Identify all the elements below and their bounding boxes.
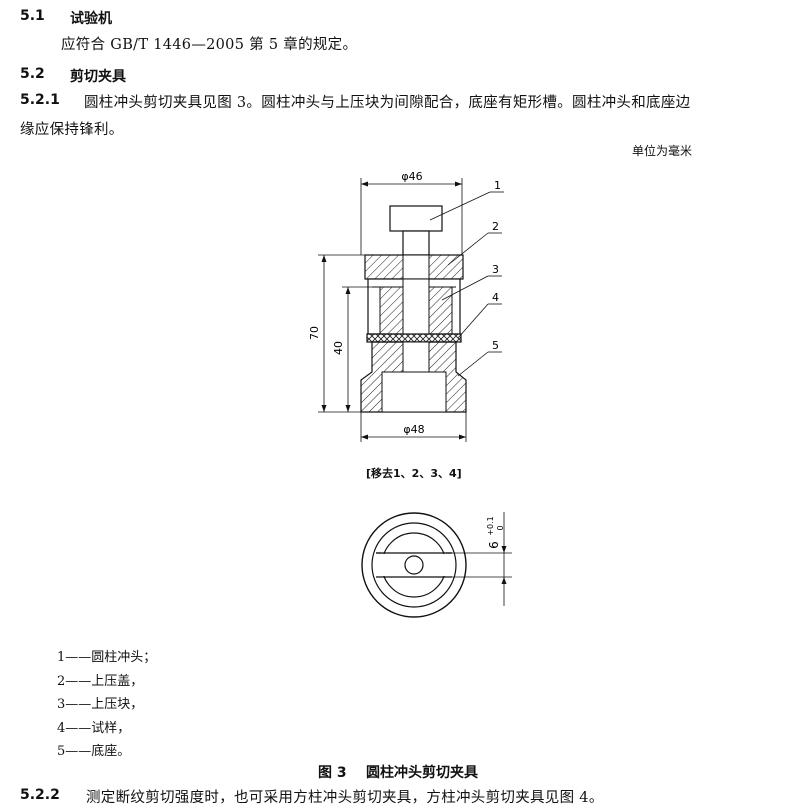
legend-item: 1——圆柱冲头； <box>57 650 157 665</box>
upper-block-right <box>428 286 453 335</box>
base-top-view <box>361 512 467 618</box>
figure-caption-label: 图 3 <box>318 765 347 781</box>
dim-phi46-label: φ46 <box>401 170 422 183</box>
callout-2: 2 <box>447 220 502 266</box>
section-5-1-title: 试验机 <box>70 11 112 27</box>
callout-1: 1 <box>429 179 504 221</box>
slot-tol-lower: 0 <box>496 525 505 530</box>
dim-phi48: φ48 <box>360 412 467 442</box>
dim-phi48-label: φ48 <box>403 423 424 436</box>
removed-note: [移去1、2、3、4] <box>366 467 462 480</box>
figure-caption-title: 圆柱冲头剪切夹具 <box>366 765 478 781</box>
dim-40: 40 <box>332 286 372 412</box>
dim-40-label: 40 <box>332 341 345 355</box>
section-5-2-title: 剪切夹具 <box>70 69 126 85</box>
svg-text:4: 4 <box>492 291 499 304</box>
section-5-2-1-line1: 圆柱冲头剪切夹具见图 3。圆柱冲头与上压块为间隙配合，底座有矩形槽。圆柱冲头和底… <box>84 95 691 111</box>
upper-block-left <box>379 286 404 335</box>
section-5-2-1-number: 5.2.1 <box>20 92 60 108</box>
unit-note: 单位为毫米 <box>632 144 693 158</box>
section-5-2-2-text: 测定断纹剪切强度时，也可采用方柱冲头剪切夹具，方柱冲头剪切夹具见图 4。 <box>86 790 604 806</box>
dim-phi46: φ46 <box>360 170 463 255</box>
section-5-2-1-line2: 缘应保持锋利。 <box>20 122 124 138</box>
svg-text:5: 5 <box>492 339 499 352</box>
dim-slot: 6 +0.1 0 <box>452 512 512 606</box>
callout-4: 4 <box>457 291 502 339</box>
section-5-2-2-number: 5.2.2 <box>20 787 60 803</box>
section-5-1-number: 5.1 <box>20 8 45 24</box>
figure-legend: 1——圆柱冲头； 2——上压盖， 3——上压块， 4——试样， 5——底座。 <box>57 646 156 764</box>
section-5-2-number: 5.2 <box>20 66 45 82</box>
punch-stem <box>402 230 430 256</box>
dim-70: 70 <box>308 254 365 413</box>
slot-tol-upper: +0.1 <box>486 516 495 535</box>
svg-text:2: 2 <box>492 220 499 233</box>
dim-70-label: 70 <box>308 326 321 340</box>
legend-item: 5——底座。 <box>57 744 131 759</box>
section-5-1-text: 应符合 GB/T 1446—2005 第 5 章的规定。 <box>61 37 358 53</box>
specimen <box>366 333 462 343</box>
legend-item: 4——试样， <box>57 720 131 736</box>
svg-text:1: 1 <box>494 179 501 192</box>
legend-item: 2——上压盖， <box>57 673 144 689</box>
legend-item: 3——上压块， <box>57 697 144 712</box>
svg-text:3: 3 <box>492 263 499 276</box>
slot-dim-label: 6 <box>487 541 501 549</box>
callout-5: 5 <box>457 339 502 377</box>
callout-3: 3 <box>441 263 502 301</box>
punch-head <box>389 205 443 232</box>
